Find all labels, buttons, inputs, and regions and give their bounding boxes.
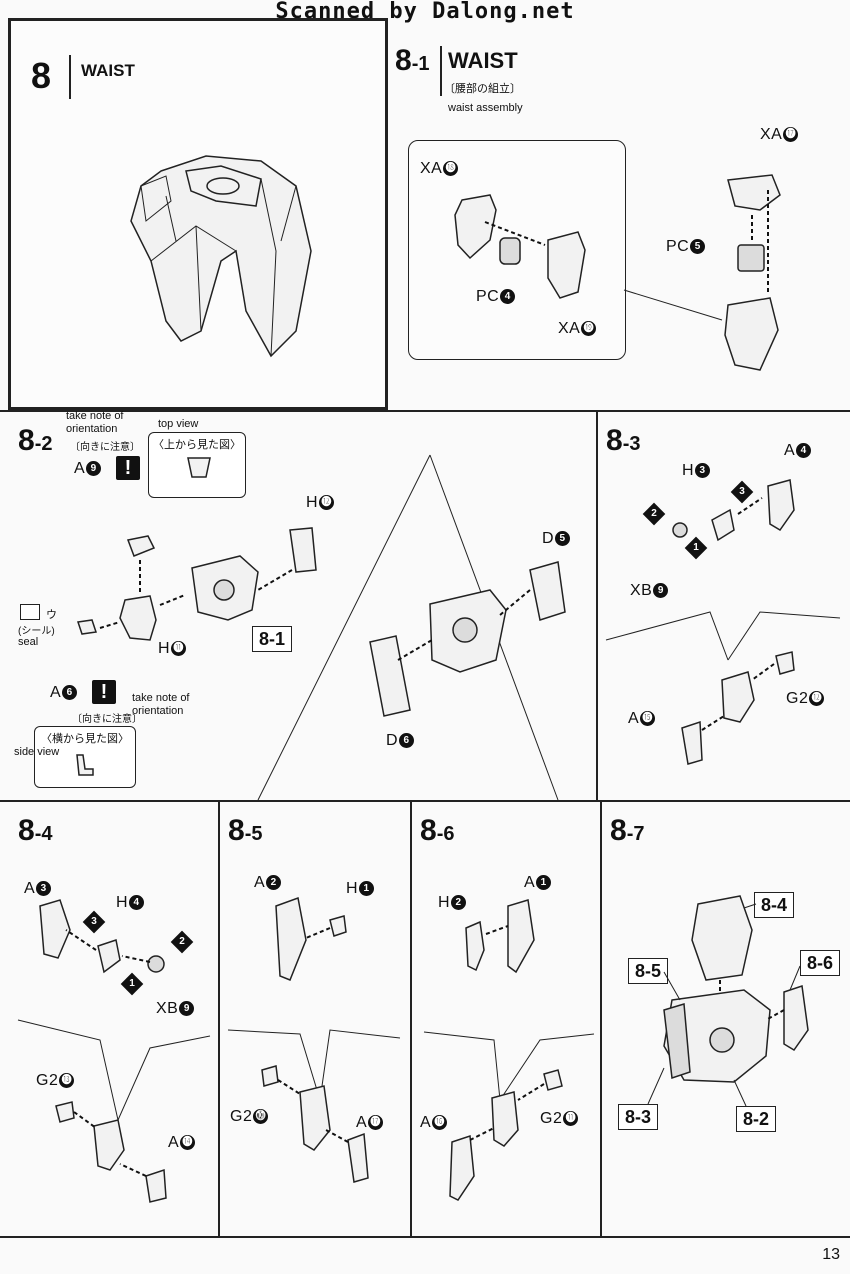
waist-illustration [130,155,312,358]
row-divider-1 [0,410,850,412]
col-divider-8-7 [600,800,602,1236]
step-8-6-parts-diagram [423,899,595,1201]
ref-8-5: 8-5 [628,958,669,984]
col-divider-8-6 [410,800,412,1236]
step-8-panel: 8 WAIST [8,18,388,410]
top-view-label: top view [158,418,199,430]
step-8-1-heading: 8-1 [395,44,430,77]
note-orientation-a9-jp: 〔向きに注意〕 [70,442,140,453]
col-divider-8-5 [218,800,220,1236]
step-8-7-assembly-diagram [647,895,809,1107]
step-8-1-en: waist assembly [448,102,523,114]
page-number: 13 [822,1246,840,1263]
ref-8-6: 8-6 [800,950,841,976]
side-view-box: 〈横から見た図〉 [34,726,136,788]
seal-jp: (シール) [18,626,55,637]
step-8-6-heading: 8-6 [420,814,455,847]
step-8-3-parts-diagram [605,479,841,765]
warning-icon-a6: ! [92,680,116,704]
warning-icon-a9: ! [116,456,140,480]
step-8-5-heading: 8-5 [228,814,263,847]
side-view-label: side view [14,746,60,758]
side-view-shape [76,754,94,776]
step-8-3-heading: 8-3 [606,424,641,457]
top-view-jp: 〈上から見た図〉 [153,439,241,451]
step-8-1-jp: 〔腰部の組立〕 [444,83,521,95]
seal-label: seal [18,636,39,648]
ref-8-3: 8-3 [618,1104,659,1130]
step-8-2-heading: 8-2 [18,424,53,457]
step-8-1-parts-diagram [454,174,781,371]
col-divider-8-3 [596,410,598,800]
step-8-4-heading: 8-4 [18,814,53,847]
side-view-jp: 〈横から見た図〉 [41,733,129,745]
ref-8-4: 8-4 [754,892,795,918]
step-divider [69,55,71,99]
step-8-2-parts-diagram [77,454,566,801]
step-8-1-divider [440,46,442,96]
row-divider-2 [0,800,850,802]
step-8-7-heading: 8-7 [610,814,645,847]
top-view-box: 〈上から見た図〉 [148,432,246,498]
step-8-1-title: WAIST [448,48,518,73]
step-8-5-parts-diagram [227,896,401,1183]
ref-8-1: 8-1 [252,626,293,652]
note-orientation-a9: take note of orientation [66,410,124,435]
note-orientation-a6: take note of orientation [132,692,190,717]
seal-icon [20,604,40,620]
scan-credit-header: Scanned by Dalong.net [275,0,575,24]
seal-u-label: ウ [46,609,57,621]
top-view-shape [187,457,211,478]
step-8-number: 8 [31,55,52,96]
ref-8-2: 8-2 [736,1106,777,1132]
bottom-rule [0,1236,850,1238]
note-orientation-a6-jp: 〔向きに注意〕 [72,714,142,725]
step-8-4-parts-diagram [17,899,211,1203]
step-8-title: WAIST [81,61,135,80]
